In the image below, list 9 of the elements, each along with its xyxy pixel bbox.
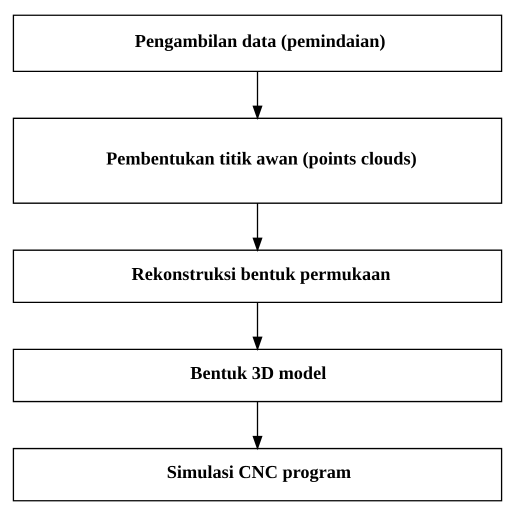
arrow <box>252 72 263 120</box>
node-box: Pembentukan titik awan (points clouds) <box>12 118 502 204</box>
arrow <box>252 302 263 352</box>
arrow <box>252 402 263 450</box>
node-box: Rekonstruksi bentuk permukaan <box>12 250 502 304</box>
node-box: Bentuk 3D model <box>12 348 502 402</box>
node-box: Pengambilan data (pemindaian) <box>12 14 502 72</box>
node-box: Simulasi CNC program <box>12 448 502 502</box>
arrow <box>252 203 263 252</box>
